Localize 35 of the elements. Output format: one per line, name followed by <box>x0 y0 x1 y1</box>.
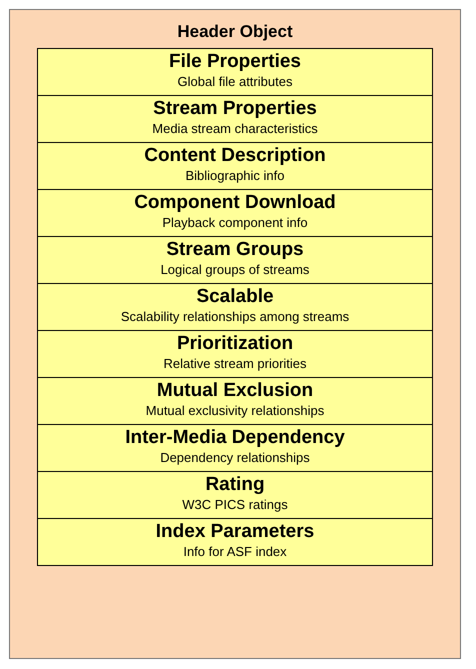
section-title: Inter-Media Dependency <box>125 427 345 449</box>
section-title: Index Parameters <box>156 521 314 543</box>
section-box <box>37 283 433 331</box>
section-box <box>37 95 433 143</box>
section-description: Info for ASF index <box>183 543 287 560</box>
section-description: Mutual exclusivity relationships <box>146 402 324 419</box>
section-description: Playback component info <box>162 214 308 231</box>
section-description: Relative stream priorities <box>163 355 307 372</box>
section-title: Content Description <box>144 145 326 167</box>
section-title: Prioritization <box>176 333 294 355</box>
section-description: W3C PICS ratings <box>182 496 288 513</box>
section-box <box>37 377 433 425</box>
container-box <box>9 9 461 659</box>
section-description: Scalability relationships among streams <box>120 308 350 325</box>
section-title: Mutual Exclusion <box>156 380 314 402</box>
section-description: Media stream characteristics <box>152 120 318 137</box>
section-description: Logical groups of streams <box>160 261 310 278</box>
section-box <box>37 518 433 566</box>
section-box <box>37 48 433 96</box>
section-title: Rating <box>205 474 265 496</box>
section-title: Stream Properties <box>153 98 317 120</box>
section-box <box>37 189 433 237</box>
section-title: Scalable <box>196 286 274 308</box>
section-title: File Properties <box>169 51 301 73</box>
section-description: Global file attributes <box>178 73 292 90</box>
section-box <box>37 424 433 472</box>
section-description: Bibliographic info <box>185 167 284 184</box>
section-box <box>37 236 433 284</box>
section-box <box>37 142 433 190</box>
section-box <box>37 330 433 378</box>
section-box <box>37 471 433 519</box>
section-title: Component Download <box>134 192 336 214</box>
section-title: Stream Groups <box>166 239 304 261</box>
box-title: Header Object <box>177 22 293 41</box>
section-description: Dependency relationships <box>160 449 310 466</box>
